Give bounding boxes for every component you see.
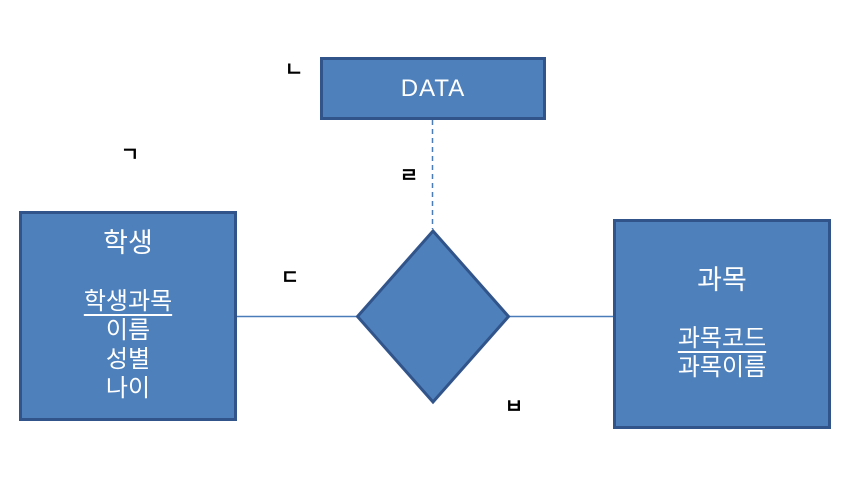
subject-key-attribute: 과목코드 — [677, 325, 767, 352]
annotation-label-digeut: ㄷ — [280, 267, 300, 289]
student-attribute: 이름 — [105, 317, 151, 344]
entity-box-subject: 과목 과목코드 과목이름 — [613, 219, 831, 429]
data-box-label: DATA — [400, 75, 466, 102]
student-attribute: 나이 — [105, 375, 151, 402]
annotation-label-bieup: ㅂ — [504, 396, 524, 418]
relationship-diamond — [355, 228, 511, 405]
student-key-attribute: 학생과목 — [83, 288, 173, 315]
annotation-label-rieul: ㄹ — [399, 165, 419, 187]
data-box: DATA — [320, 57, 546, 120]
student-entity-title: 학생 — [103, 228, 153, 258]
subject-entity-title: 과목 — [697, 265, 747, 295]
annotation-label-giyeok: ㄱ — [120, 144, 140, 166]
entity-box-student: 학생 학생과목 이름 성별 나이 — [19, 211, 237, 421]
subject-attribute: 과목이름 — [677, 354, 767, 381]
annotation-label-nieun: ㄴ — [284, 59, 304, 81]
student-attribute: 성별 — [105, 346, 151, 373]
